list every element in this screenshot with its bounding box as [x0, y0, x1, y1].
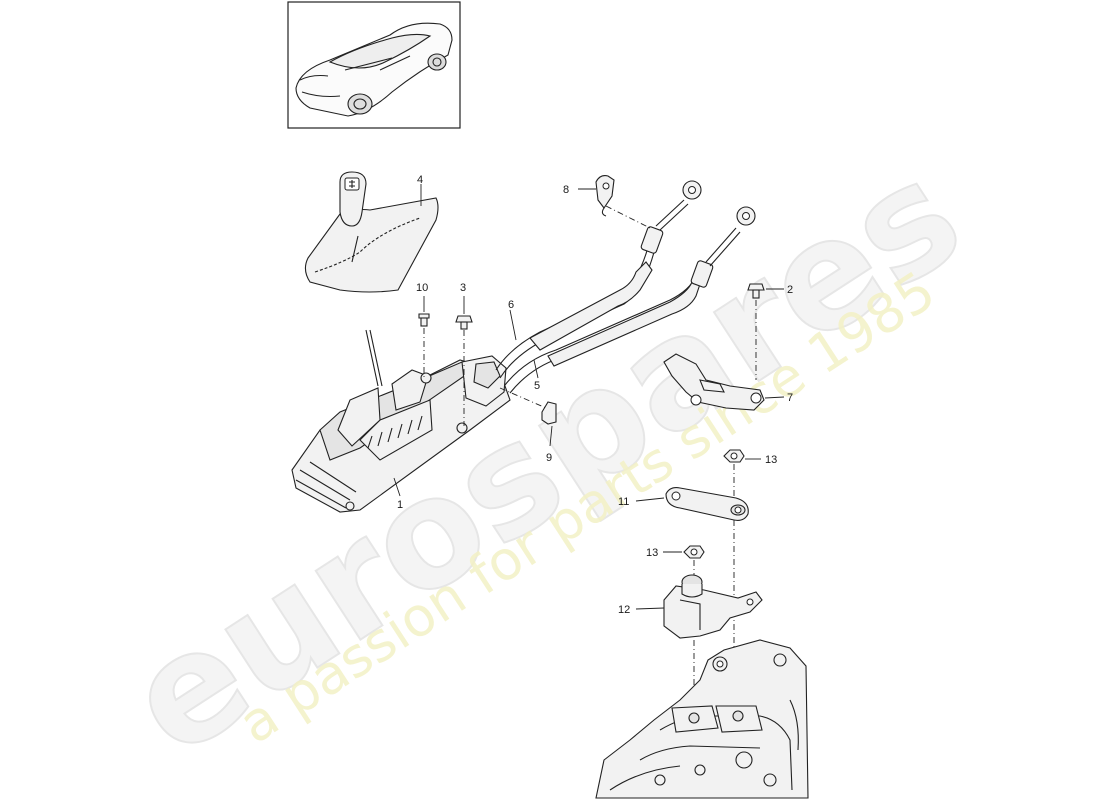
shift-cables	[495, 180, 756, 394]
shift-lever	[665, 487, 749, 700]
callout-4: 4	[417, 174, 423, 186]
cable-end-upper	[640, 180, 702, 254]
callout-3: 3	[460, 282, 466, 294]
retaining-clip	[499, 387, 557, 425]
screw-10	[418, 313, 430, 380]
cable-end-lower	[690, 206, 756, 288]
callout-13-upper: 13	[765, 454, 777, 466]
actuator-block	[663, 574, 763, 720]
callout-7: 7	[787, 392, 793, 404]
callout-5: 5	[534, 380, 540, 392]
nut-lower	[683, 545, 705, 586]
car-icon	[295, 22, 453, 117]
watermark-brand: eurospares	[100, 128, 990, 790]
callout-6: 6	[508, 299, 514, 311]
cable-clip	[595, 175, 651, 229]
leader-lines	[393, 184, 785, 610]
screw-3	[455, 315, 473, 426]
thumbnail-frame	[287, 1, 461, 129]
gear-knob-boot	[304, 171, 439, 293]
callout-11: 12	[618, 604, 630, 616]
cable-bracket	[663, 353, 765, 411]
gearbox-housing	[595, 639, 809, 799]
screw-2	[747, 283, 765, 380]
shifter-housing	[291, 329, 511, 513]
callout-8: 8	[563, 184, 569, 196]
callout-2: 2	[787, 284, 793, 296]
callouts: 4 8 10 3 6 2 5 7 9 13 11 1 13 12	[397, 174, 793, 616]
nut-upper	[723, 449, 745, 496]
callout-12: 11	[618, 496, 629, 508]
callout-1: 1	[397, 499, 403, 511]
callout-9: 9	[546, 452, 552, 464]
watermark: eurospares a passion for parts since 198…	[99, 127, 991, 791]
callout-13-lower: 13	[646, 547, 658, 559]
callout-10: 10	[416, 282, 428, 294]
